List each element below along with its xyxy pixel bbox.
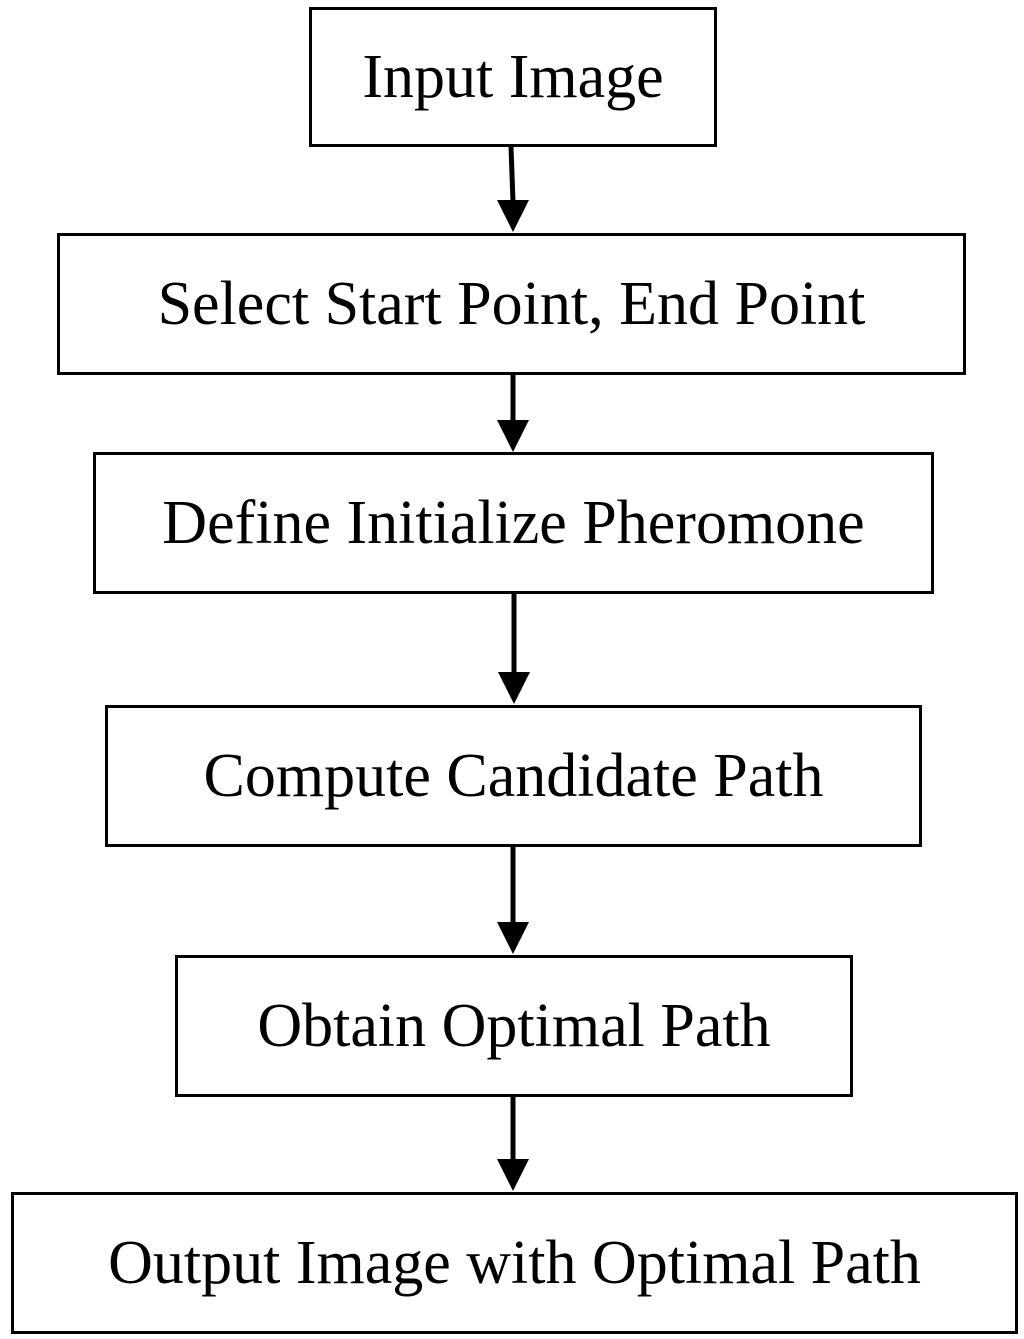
step-label: Select Start Point, End Point [157, 270, 866, 338]
step-input-image: Input Image [309, 7, 717, 147]
step-label: Output Image with Optimal Path [108, 1229, 921, 1297]
step-define-initialize-pheromone: Define Initialize Pheromone [93, 452, 934, 594]
step-label: Input Image [362, 43, 664, 111]
arrow-5 [497, 1097, 529, 1191]
step-select-start-end-point: Select Start Point, End Point [57, 233, 966, 375]
arrow-4 [497, 847, 529, 954]
arrow-1 [497, 146, 529, 232]
arrow-2 [497, 375, 529, 452]
step-label: Obtain Optimal Path [257, 992, 771, 1060]
step-label: Compute Candidate Path [203, 742, 824, 810]
step-compute-candidate-path: Compute Candidate Path [105, 705, 922, 847]
step-obtain-optimal-path: Obtain Optimal Path [175, 955, 853, 1097]
arrow-3 [498, 594, 530, 704]
step-label: Define Initialize Pheromone [162, 489, 865, 557]
step-output-image: Output Image with Optimal Path [11, 1192, 1018, 1334]
